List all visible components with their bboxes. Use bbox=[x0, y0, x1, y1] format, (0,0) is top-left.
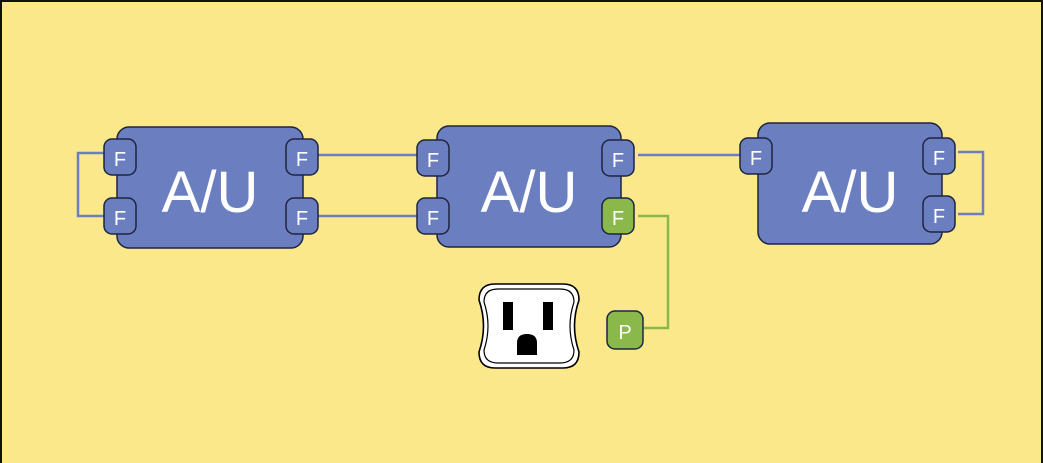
port-f: F bbox=[922, 195, 956, 233]
unit-body bbox=[757, 122, 943, 245]
port-f: F bbox=[922, 137, 956, 175]
port-label: F bbox=[296, 208, 308, 230]
port-box bbox=[285, 197, 319, 235]
port-label: F bbox=[933, 148, 945, 170]
port-box bbox=[601, 197, 635, 235]
port-box bbox=[606, 310, 644, 350]
port-f: F bbox=[103, 197, 137, 235]
adapter-unit-2: A/U F F F F bbox=[416, 125, 635, 248]
outlet-slot-left bbox=[503, 302, 513, 330]
port-label: F bbox=[427, 150, 439, 172]
unit-body bbox=[116, 126, 304, 249]
port-label: F bbox=[296, 149, 308, 171]
port-f: F bbox=[739, 137, 773, 175]
adapter-unit-3: A/U F F F bbox=[739, 122, 956, 245]
port-label: P bbox=[618, 322, 631, 344]
connection-lines bbox=[76, 150, 985, 330]
port-label: F bbox=[750, 148, 762, 170]
port-label: F bbox=[612, 208, 624, 230]
port-box bbox=[285, 138, 319, 176]
port-label: F bbox=[933, 206, 945, 228]
port-f-power: F bbox=[601, 197, 635, 235]
power-port: P bbox=[606, 310, 644, 350]
port-box bbox=[103, 197, 137, 235]
port-label: F bbox=[114, 149, 126, 171]
port-f: F bbox=[601, 139, 635, 177]
unit-body bbox=[436, 125, 622, 248]
port-box bbox=[416, 139, 450, 177]
unit1-loopback-line bbox=[76, 151, 104, 218]
outlet-slot-right bbox=[543, 302, 553, 330]
outlet-face bbox=[478, 283, 580, 369]
adapter-unit-1: A/U F F F F bbox=[103, 126, 319, 249]
port-box bbox=[922, 195, 956, 233]
unit-label: A/U bbox=[481, 160, 578, 225]
unit-label: A/U bbox=[162, 160, 259, 225]
port-box bbox=[103, 138, 137, 176]
outlet-inner-outline bbox=[483, 288, 575, 364]
port-f: F bbox=[416, 139, 450, 177]
port-box bbox=[922, 137, 956, 175]
power-line bbox=[638, 214, 670, 330]
port-label: F bbox=[114, 208, 126, 230]
port-f: F bbox=[103, 138, 137, 176]
port-box bbox=[739, 137, 773, 175]
outlet-ground-hole bbox=[517, 334, 537, 355]
port-label: F bbox=[612, 150, 624, 172]
port-box bbox=[416, 197, 450, 235]
port-box bbox=[601, 139, 635, 177]
unit-label: A/U bbox=[802, 160, 899, 225]
unit3-loopback-line bbox=[958, 150, 985, 216]
port-f: F bbox=[285, 138, 319, 176]
power-outlet-icon bbox=[478, 283, 580, 369]
port-f: F bbox=[285, 197, 319, 235]
port-label: F bbox=[427, 208, 439, 230]
port-f: F bbox=[416, 197, 450, 235]
